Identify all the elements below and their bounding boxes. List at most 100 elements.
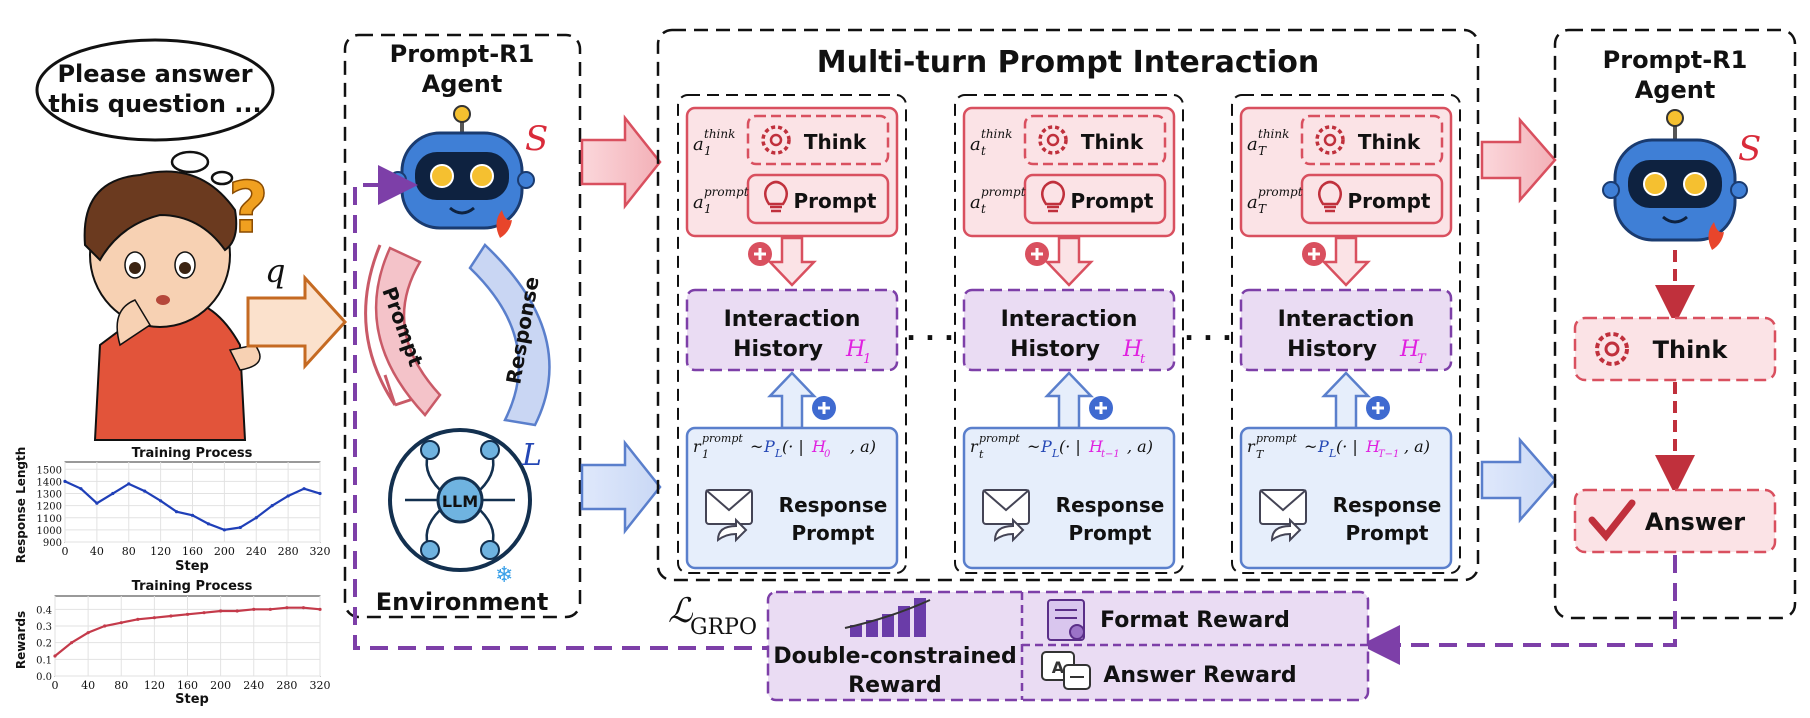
x-tick-label: 160 bbox=[177, 679, 198, 692]
prompt-chip bbox=[1300, 173, 1444, 225]
speech-bubble: Please answer this question ... bbox=[35, 38, 275, 186]
formula-h-sub: 0 bbox=[824, 449, 831, 460]
y-tick-label: 1300 bbox=[37, 490, 62, 501]
column-frame bbox=[954, 94, 1184, 574]
y-tick-label: 0.2 bbox=[36, 639, 52, 650]
ellipsis-2: . . . bbox=[1184, 317, 1232, 347]
action-prompt-sup: prompt bbox=[981, 185, 1026, 199]
checkmark-icon bbox=[1588, 499, 1636, 542]
up-arrow bbox=[1044, 371, 1094, 430]
x-tick-label: 120 bbox=[150, 545, 171, 558]
data-point bbox=[219, 609, 223, 613]
formula-open: (· | bbox=[1059, 437, 1081, 456]
x-tick-label: 200 bbox=[210, 679, 231, 692]
data-point bbox=[136, 617, 140, 621]
data-point bbox=[318, 607, 322, 611]
snowflake-icon: ❄ bbox=[495, 563, 513, 588]
response-formula: r bbox=[693, 437, 702, 456]
response-sub: T bbox=[1256, 448, 1265, 461]
prompt-label: Prompt bbox=[794, 189, 877, 213]
response-sup: prompt bbox=[702, 432, 743, 445]
down-arrow bbox=[767, 236, 817, 287]
format-reward-label: Format Reward bbox=[1100, 608, 1290, 633]
formula-pl-sub: L bbox=[1051, 447, 1059, 460]
data-point bbox=[152, 616, 156, 620]
history-symbol: H bbox=[1399, 337, 1420, 362]
action-prompt-sub: T bbox=[1258, 202, 1267, 216]
data-point bbox=[222, 528, 226, 532]
data-point bbox=[268, 607, 272, 611]
gear-icon bbox=[1595, 332, 1629, 366]
history-line1: Interaction bbox=[1001, 307, 1138, 332]
response-formula: r bbox=[970, 437, 979, 456]
data-point bbox=[238, 525, 242, 530]
x-tick-label: 280 bbox=[278, 545, 299, 558]
history-box bbox=[685, 288, 899, 372]
chart-top-ylabel: Response Length bbox=[14, 447, 28, 564]
prompt-cycle-arrow bbox=[374, 246, 442, 417]
formula-a: , a) bbox=[1404, 437, 1430, 456]
llm-environment-icon: LLM ❄ bbox=[388, 428, 532, 588]
up-arrow bbox=[1321, 371, 1371, 430]
data-point bbox=[270, 504, 274, 508]
data-point bbox=[79, 487, 83, 491]
prompt-label: Prompt bbox=[1071, 189, 1154, 213]
action-prompt-sub: 1 bbox=[704, 202, 712, 216]
environment-label: Environment bbox=[376, 588, 549, 616]
data-point bbox=[53, 654, 57, 658]
loss-symbol: ℒ bbox=[668, 591, 694, 631]
lightbulb-icon bbox=[1041, 180, 1065, 213]
history-symbol: H bbox=[1122, 337, 1143, 362]
action-prompt-sup: prompt bbox=[704, 185, 749, 199]
history-sub: t bbox=[1140, 352, 1146, 367]
reward-main-line1: Double-constrained bbox=[773, 644, 1016, 669]
data-point bbox=[206, 522, 211, 526]
formula-pl-sub: L bbox=[1328, 447, 1336, 460]
arrow-env-to-interaction bbox=[580, 439, 662, 535]
data-point bbox=[286, 494, 290, 498]
action-prompt-sup: prompt bbox=[1258, 185, 1303, 199]
right-answer-box bbox=[1573, 488, 1777, 554]
formula-tilde: ~ bbox=[1304, 437, 1317, 456]
bar-chart-icon bbox=[844, 598, 931, 637]
think-chip bbox=[1300, 114, 1444, 166]
answer-to-reward-arrow bbox=[1360, 555, 1677, 665]
bubble-line1: Please answer bbox=[57, 60, 252, 88]
svg-text:A: A bbox=[1052, 658, 1065, 677]
x-tick-label: 80 bbox=[122, 545, 136, 558]
flame-icon bbox=[1708, 222, 1724, 250]
grpo-feedback-arrow bbox=[353, 165, 780, 650]
formula-pl: P bbox=[1317, 437, 1329, 456]
action-think-symbol: a bbox=[970, 134, 981, 155]
query-arrow bbox=[246, 274, 348, 370]
chart-bottom-ylabel: Rewards bbox=[14, 611, 28, 669]
x-tick-label: 320 bbox=[310, 679, 331, 692]
right-think-box bbox=[1573, 316, 1777, 382]
data-point bbox=[159, 499, 163, 503]
environment-symbol: L bbox=[521, 438, 542, 473]
action-prompt-symbol: a bbox=[1247, 192, 1258, 213]
robot-right-icon bbox=[1602, 109, 1748, 250]
history-symbol: H bbox=[845, 337, 866, 362]
action-prompt-symbol: a bbox=[693, 192, 704, 213]
x-tick-label: 240 bbox=[246, 545, 267, 558]
interaction-title: Multi-turn Prompt Interaction bbox=[817, 45, 1319, 80]
action-think-symbol: a bbox=[693, 134, 704, 155]
plus-icon bbox=[1025, 242, 1049, 266]
history-line1: Interaction bbox=[724, 307, 861, 332]
llm-label: LLM bbox=[442, 492, 478, 511]
response-line2: Prompt bbox=[792, 521, 875, 545]
formula-pl: P bbox=[1040, 437, 1052, 456]
document-certificate-icon bbox=[1047, 599, 1085, 641]
response-line1: Response bbox=[779, 493, 888, 517]
answer-reward-label: Answer Reward bbox=[1103, 663, 1296, 688]
response-sub: 1 bbox=[702, 448, 709, 461]
y-tick-label: 1400 bbox=[37, 477, 62, 488]
x-tick-label: 160 bbox=[182, 545, 203, 558]
up-arrow bbox=[767, 371, 817, 430]
response-line2: Prompt bbox=[1069, 521, 1152, 545]
history-line2: History bbox=[1010, 337, 1100, 362]
data-point bbox=[169, 614, 173, 618]
